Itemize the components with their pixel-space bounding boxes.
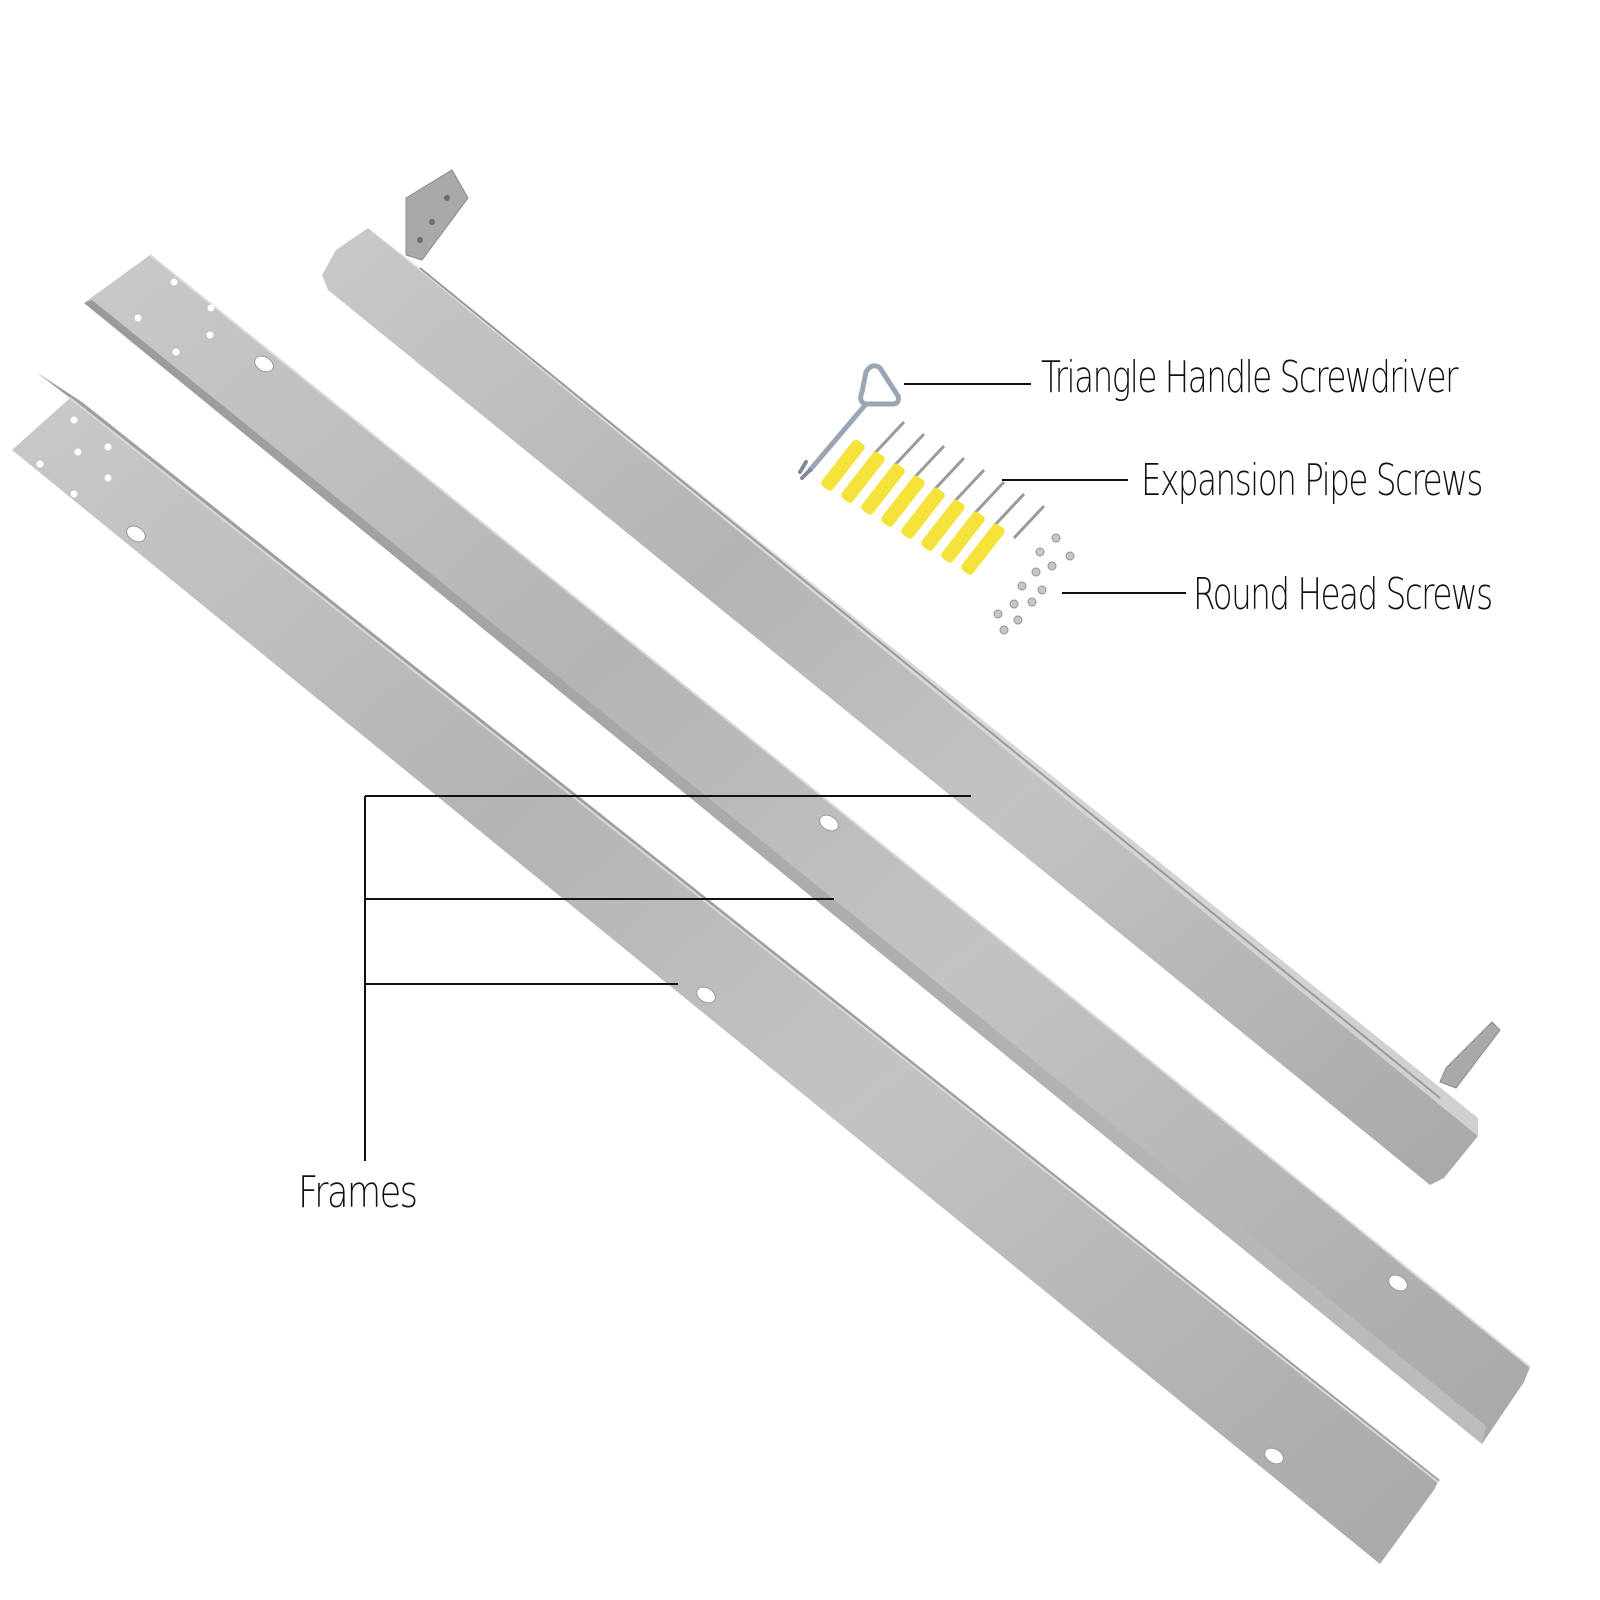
- frame-bar-right: [322, 169, 1501, 1185]
- round-head-screws-label: Round Head Screws: [1193, 569, 1493, 620]
- bracket-top: [405, 169, 469, 261]
- frames-label: Frames: [298, 1167, 418, 1218]
- callout-lines: [364, 383, 1186, 1161]
- screwdriver-label: Triangle Handle Screwdriver: [1041, 352, 1458, 403]
- bracket-bottom: [1439, 1021, 1501, 1089]
- expansion-pipe-screw-icon: [821, 420, 1046, 575]
- frame-bar-middle-edge: [84, 300, 1486, 1444]
- frame-bar-right-edge: [368, 228, 1478, 1136]
- frame-bar-left-face: [12, 398, 1438, 1564]
- round-head-screw-icon: [993, 533, 1075, 635]
- expansion-pipe-screws-label: Expansion Pipe Screws: [1141, 455, 1483, 506]
- triangle-handle-screwdriver-icon: [798, 363, 901, 480]
- frame-bar-right-face: [322, 228, 1478, 1185]
- frame-bar-middle-face: [84, 255, 1530, 1444]
- frame-bar-left: [12, 372, 1440, 1564]
- frame-bar-middle: [84, 254, 1531, 1444]
